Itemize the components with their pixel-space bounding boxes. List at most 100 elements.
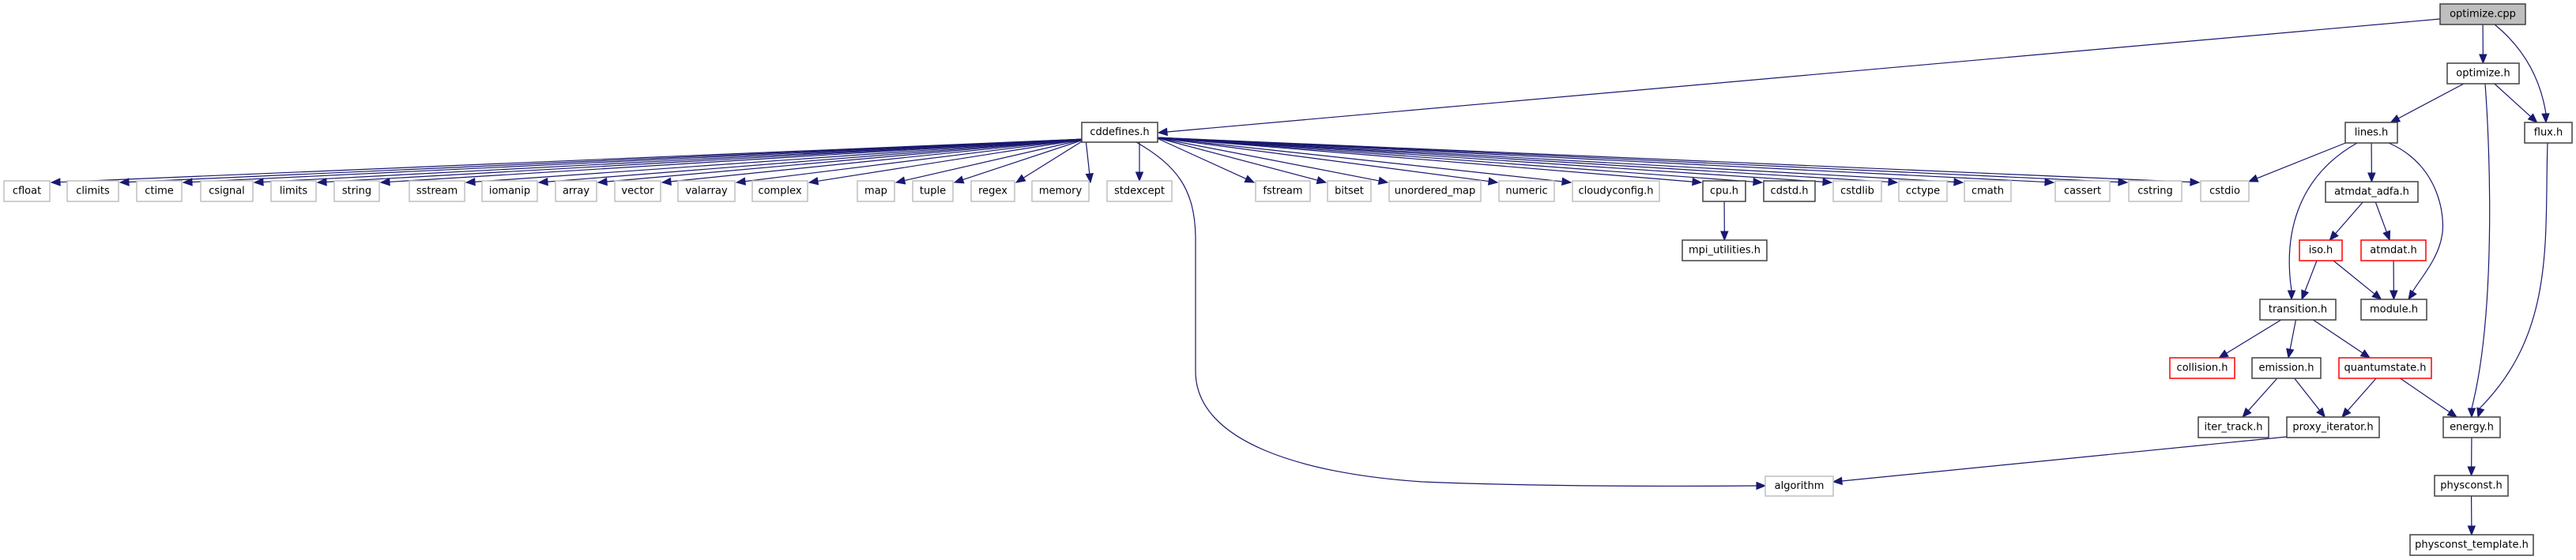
node-box: [555, 180, 597, 202]
node-label: atmdat_adfa.h: [2334, 186, 2409, 198]
edge-optimize-h-to-lines-h: [2390, 83, 2465, 123]
node-vector: vector: [614, 180, 661, 202]
edge-cpu-h-to-mpi-utilities-h: [1720, 201, 1729, 242]
node-lines-h[interactable]: lines.h: [2344, 122, 2398, 144]
node-box: [2128, 180, 2182, 202]
node-transition-h[interactable]: transition.h: [2259, 299, 2337, 321]
node-box: [409, 180, 465, 202]
node-iomanip: iomanip: [481, 180, 538, 202]
node-box: [2169, 357, 2235, 379]
node-box: [2442, 416, 2501, 438]
node-memory: memory: [1031, 180, 1090, 202]
node-label: cstdio: [2209, 186, 2240, 197]
node-atmdat-adfa-h[interactable]: atmdat_adfa.h: [2325, 181, 2419, 203]
node-proxy-iterator-h[interactable]: proxy_iterator.h: [2286, 416, 2380, 438]
node-box: [136, 180, 183, 202]
edge-iso-h-to-module-h: [2333, 260, 2382, 300]
edge-cddefines-h-to-unordered-map: [1154, 137, 1389, 185]
node-collision-h[interactable]: collision.h: [2169, 357, 2235, 379]
node-cctype: cctype: [1898, 180, 1948, 202]
node-module-h[interactable]: module.h: [2360, 299, 2427, 321]
node-label: valarray: [685, 186, 728, 197]
edge-lines-h-to-module-h: [2388, 142, 2444, 301]
edge-atmdat-h-to-module-h: [2390, 260, 2398, 301]
node-box: [481, 180, 538, 202]
node-atmdat-h[interactable]: atmdat.h: [2360, 239, 2427, 261]
node-label: ctime: [145, 186, 174, 197]
node-label: regex: [978, 186, 1007, 197]
node-box: [677, 180, 736, 202]
node-label: array: [563, 186, 589, 197]
edge-optimize-cpp-to-cddefines-h: [1157, 18, 2441, 137]
edge-quantumstate-h-to-energy-h: [2400, 378, 2458, 418]
node-label: flux.h: [2534, 127, 2563, 139]
node-physconst-h[interactable]: physconst.h: [2434, 475, 2509, 497]
node-box: [1682, 239, 1768, 261]
edge-cddefines-h-to-string: [379, 138, 1087, 186]
edge-cddefines-h-to-numeric: [1154, 137, 1499, 186]
node-box: [2259, 299, 2337, 321]
node-label: iter_track.h: [2204, 422, 2262, 434]
edge-cddefines-h-to-cmath: [1154, 137, 1964, 186]
node-label: physconst_template.h: [2415, 539, 2529, 551]
edge-optimize-h-to-energy-h: [2467, 83, 2491, 419]
node-cstring: cstring: [2128, 180, 2182, 202]
node-box: [1388, 180, 1482, 202]
node-iter-track-h[interactable]: iter_track.h: [2198, 416, 2269, 438]
node-optimize-h[interactable]: optimize.h: [2446, 62, 2520, 85]
node-mpi-utilities-h[interactable]: mpi_utilities.h: [1682, 239, 1768, 261]
node-cddefines-h[interactable]: cddefines.h: [1081, 122, 1158, 143]
node-ctime: ctime: [136, 180, 183, 202]
edge-transition-h-to-collision-h: [2218, 319, 2282, 359]
node-box: [333, 180, 380, 202]
edge-cddefines-h-to-vector: [661, 138, 1087, 186]
node-optimize-cpp[interactable]: optimize.cpp: [2439, 3, 2526, 25]
node-label: unordered_map: [1395, 186, 1476, 197]
node-box: [2286, 416, 2380, 438]
node-cdstd-h[interactable]: cdstd.h: [1763, 180, 1816, 202]
node-box: [1763, 180, 1816, 202]
node-box: [1702, 180, 1746, 202]
node-label: transition.h: [2269, 304, 2327, 316]
node-label: cloudyconfig.h: [1578, 186, 1653, 197]
node-label: optimize.h: [2456, 68, 2510, 80]
edge-optimize-cpp-to-optimize-h: [2479, 24, 2487, 65]
node-box: [2325, 181, 2419, 203]
node-box: [2299, 239, 2343, 261]
node-physconst-template-h[interactable]: physconst_template.h: [2409, 534, 2534, 556]
edge-flux-h-to-energy-h: [2476, 142, 2548, 419]
node-box: [2338, 357, 2432, 379]
node-box: [3, 180, 51, 202]
node-string: string: [333, 180, 380, 202]
node-iso-h[interactable]: iso.h: [2299, 239, 2343, 261]
edge-cddefines-h-to-cfloat: [50, 138, 1087, 186]
node-label: iomanip: [489, 186, 530, 197]
node-box: [1832, 180, 1882, 202]
node-label: csignal: [209, 186, 245, 197]
node-label: cmath: [1972, 186, 2004, 197]
node-box: [857, 180, 895, 202]
node-label: cfloat: [13, 186, 41, 197]
node-complex: complex: [751, 180, 808, 202]
node-label: emission.h: [2259, 363, 2314, 374]
node-flux-h[interactable]: flux.h: [2524, 122, 2573, 144]
node-box: [1964, 180, 2012, 202]
node-box: [270, 180, 317, 202]
node-stdexcept: stdexcept: [1106, 180, 1173, 202]
node-csignal: csignal: [200, 180, 254, 202]
node-label: string: [342, 186, 371, 197]
node-box: [1031, 180, 1090, 202]
edges-layer: [50, 18, 2550, 536]
node-unordered-map: unordered_map: [1388, 180, 1482, 202]
edge-energy-h-to-physconst-h: [2467, 437, 2476, 477]
node-emission-h[interactable]: emission.h: [2251, 357, 2322, 379]
node-fstream: fstream: [1255, 180, 1311, 202]
node-energy-h[interactable]: energy.h: [2442, 416, 2501, 438]
node-label: collision.h: [2177, 363, 2228, 374]
edge-lines-h-to-transition-h: [2287, 142, 2358, 301]
node-box: [200, 180, 254, 202]
node-cpu-h[interactable]: cpu.h: [1702, 180, 1746, 202]
node-label: complex: [758, 186, 801, 197]
node-quantumstate-h[interactable]: quantumstate.h: [2338, 357, 2432, 379]
node-limits: limits: [270, 180, 317, 202]
